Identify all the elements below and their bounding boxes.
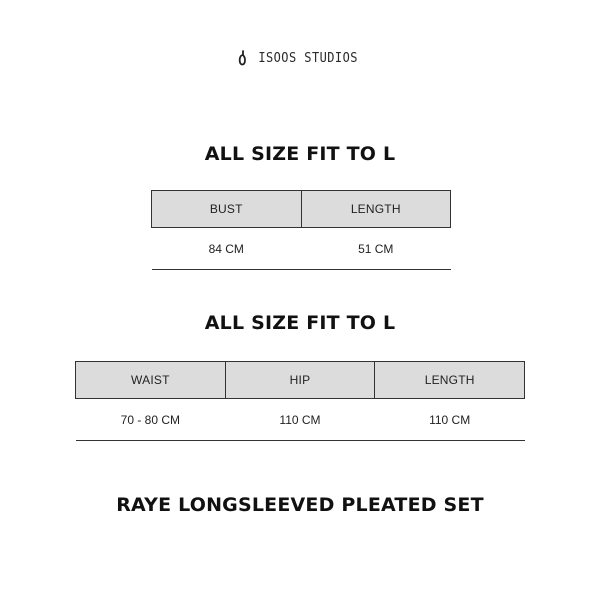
bottom-fit-heading: ALL SIZE FIT TO L (204, 312, 396, 334)
brand-mark-icon (239, 50, 247, 66)
value-length: 51 CM (301, 227, 451, 270)
column-header-length: LENGTH (374, 361, 525, 399)
table-row: 84 CM 51 CM (151, 227, 451, 270)
brand-logo: ISOOS STUDIOS (0, 50, 600, 66)
table-header-row: WAIST HIP LENGTH (75, 361, 525, 399)
top-fit-heading: ALL SIZE FIT TO L (204, 143, 396, 165)
brand-name: ISOOS STUDIOS (258, 50, 359, 66)
column-header-hip: HIP (224, 361, 376, 399)
table-row: 70 - 80 CM 110 CM 110 CM (75, 398, 525, 441)
value-length: 110 CM (374, 398, 525, 441)
top-size-table: BUST LENGTH 84 CM 51 CM (151, 190, 451, 270)
column-header-bust: BUST (151, 190, 302, 228)
value-waist: 70 - 80 CM (75, 398, 226, 441)
table-header-row: BUST LENGTH (151, 190, 451, 228)
column-header-length: LENGTH (300, 190, 451, 228)
column-header-waist: WAIST (75, 361, 226, 399)
product-title: RAYE LONGSLEEVED PLEATED SET (116, 494, 484, 516)
value-hip: 110 CM (225, 398, 375, 441)
bottom-size-table: WAIST HIP LENGTH 70 - 80 CM 110 CM 110 C… (75, 361, 525, 441)
value-bust: 84 CM (151, 227, 301, 270)
